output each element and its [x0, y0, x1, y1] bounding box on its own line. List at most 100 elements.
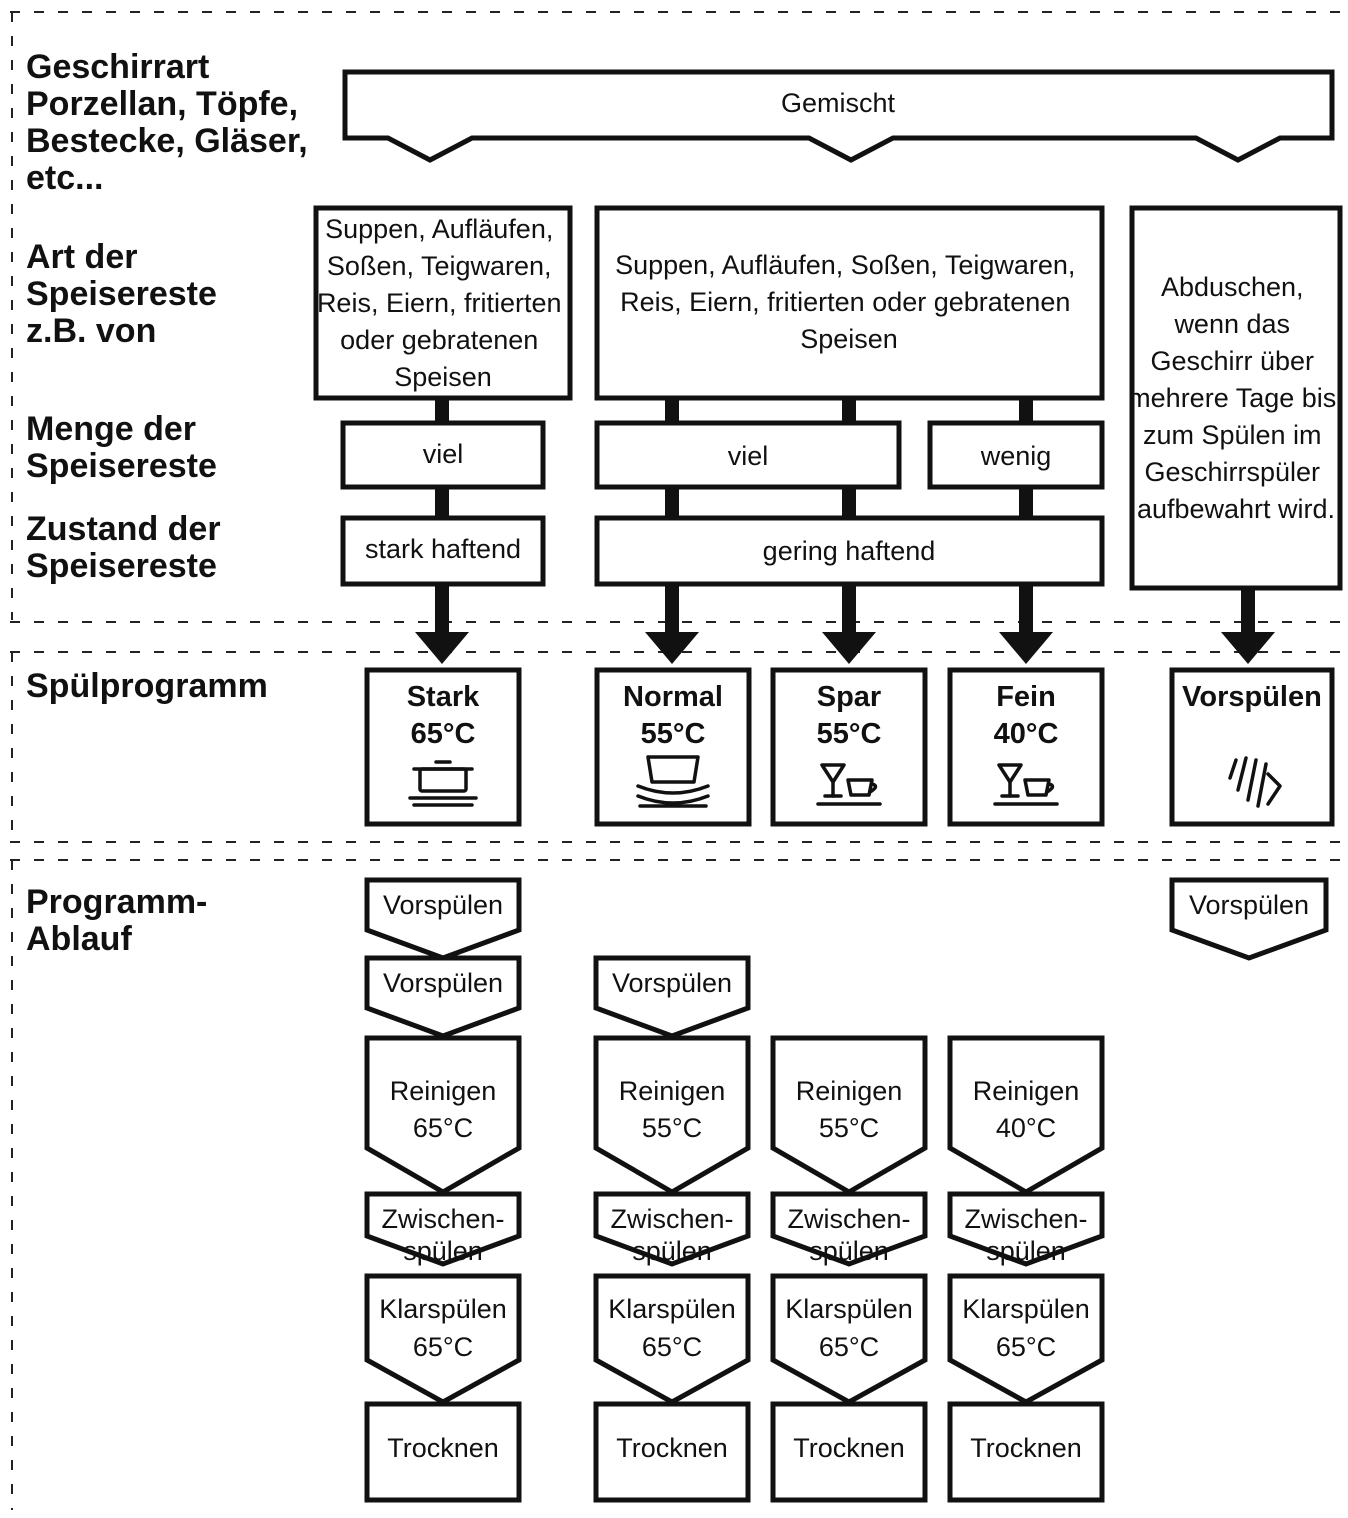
flow-step-fein-2: Zwischen-spülen [947, 1191, 1105, 1267]
flow-step-shape [364, 877, 522, 961]
flow-step-label: Zwischen- [787, 1204, 910, 1234]
flow-step-shape [947, 1273, 1105, 1405]
svg-text:Suppen, Aufläufen, Soßen: Suppen, Aufläufen, Soßen, Teigwaren, Rei… [317, 214, 569, 392]
geschirr-type-banner: Gemischt [342, 69, 1335, 163]
flow-step-fein-4: Trocknen [947, 1401, 1105, 1503]
flow-step-label: spülen [403, 1236, 483, 1266]
flow-step-label: Reinigen [973, 1076, 1080, 1106]
svg-text:viel: viel [423, 439, 464, 469]
flow-step-shape [770, 1191, 928, 1267]
svg-text:55°C: 55°C [817, 718, 882, 750]
flow-step-spar-2: Zwischen-spülen [770, 1191, 928, 1267]
svg-text:Fein: Fein [996, 681, 1056, 713]
svg-text:gering haftend: gering haftend [763, 536, 936, 566]
svg-text:viel: viel [728, 441, 769, 471]
flow-step-label: Reinigen [619, 1076, 726, 1106]
flow-step-label: 65°C [413, 1332, 473, 1362]
flow-step-normal-5: Trocknen [593, 1401, 751, 1503]
flow-step-shape [770, 1273, 928, 1405]
flow-step-vorspuelen-1: Vorspülen [1169, 877, 1329, 961]
flow-step-label: 65°C [996, 1332, 1056, 1362]
flow-step-label: Vorspülen [383, 890, 503, 920]
program-box-stark: Stark 65°C [364, 667, 522, 827]
label-speisereste-art: Art der Speisereste z.B. von [26, 238, 226, 350]
flow-step-shape [770, 1035, 928, 1195]
label-spuelprogramm: Spülprogramm [26, 667, 268, 705]
flow-step-shape [364, 955, 522, 1039]
flow-step-label: spülen [809, 1236, 889, 1266]
svg-text:55°C: 55°C [641, 718, 706, 750]
svg-text:65°C: 65°C [411, 718, 476, 750]
condition-box-gering-haftend: gering haftend [594, 515, 1105, 587]
amount-box-wenig: wenig [927, 420, 1105, 490]
flow-step-label: Klarspülen [608, 1294, 736, 1324]
label-geschirrart: Geschirrart Porzellan, Töpfe, Bestecke, … [26, 48, 317, 197]
flow-step-label: 65°C [642, 1332, 702, 1362]
flow-step-shape [593, 1035, 751, 1195]
flow-step-label: spülen [632, 1236, 712, 1266]
program-box-vorspuelen: Vorspülen [1169, 667, 1335, 827]
svg-text:Suppen, Aufläufen, Soßen, Teig: Suppen, Aufläufen, Soßen, Teigwaren, Rei… [615, 250, 1083, 354]
svg-text:stark haftend: stark haftend [365, 534, 521, 564]
flow-step-label: Klarspülen [785, 1294, 913, 1324]
amount-box-viel-a: viel [340, 420, 546, 490]
program-box-normal: Normal 55°C [594, 667, 752, 827]
label-zustand: Zustand der Speisereste [26, 510, 230, 585]
flow-step-label: Zwischen- [381, 1204, 504, 1234]
food-type-box-middle: Suppen, Aufläufen, Soßen, Teigwaren, Rei… [594, 205, 1105, 401]
glass-cup-icon [816, 763, 882, 806]
condition-box-stark-haftend: stark haftend [340, 515, 546, 587]
flow-step-fein-1: Reinigen 40°C [947, 1035, 1105, 1195]
arrowhead-normal [645, 632, 699, 664]
flow-step-label: 55°C [819, 1113, 879, 1143]
flow-step-shape [770, 1401, 928, 1503]
flow-step-normal-1: Vorspülen [593, 955, 751, 1039]
flow-step-label: Zwischen- [964, 1204, 1087, 1234]
glass-cup-icon [993, 763, 1059, 806]
svg-text:Normal: Normal [623, 681, 723, 713]
flow-step-label: Klarspülen [379, 1294, 507, 1324]
flow-step-stark-2: Vorspülen [364, 955, 522, 1039]
flow-step-label: Trocknen [387, 1433, 499, 1463]
flow-step-label: Reinigen [390, 1076, 497, 1106]
svg-text:wenig: wenig [980, 441, 1052, 471]
flow-step-spar-3: Klarspülen 65°C [770, 1273, 928, 1405]
plates-icon [636, 755, 710, 808]
pot-icon [408, 760, 478, 807]
food-type-box-left: Suppen, Aufläufen, Soßen, Teigwaren, Rei… [313, 205, 573, 401]
svg-text:Stark: Stark [407, 681, 480, 713]
flow-step-label: Reinigen [796, 1076, 903, 1106]
program-box-spar: Spar 55°C [770, 667, 928, 827]
shower-icon [1228, 756, 1282, 808]
flow-step-shape [593, 1191, 751, 1267]
flow-step-stark-6: Trocknen [364, 1401, 522, 1503]
flow-step-shape [364, 1191, 522, 1267]
flow-step-label: 40°C [996, 1113, 1056, 1143]
flow-step-label: 65°C [819, 1332, 879, 1362]
flow-step-shape [1169, 877, 1329, 961]
flow-step-shape [364, 1035, 522, 1195]
svg-text:40°C: 40°C [994, 718, 1059, 750]
flow-step-label: Klarspülen [962, 1294, 1090, 1324]
geschirr-type-label: Gemischt [781, 88, 896, 118]
flow-step-stark-5: Klarspülen 65°C [364, 1273, 522, 1405]
flow-step-shape [364, 1273, 522, 1405]
flow-step-normal-4: Klarspülen 65°C [593, 1273, 751, 1405]
flow-step-label: Zwischen- [610, 1204, 733, 1234]
section-dividers [10, 11, 1340, 1510]
label-menge: Menge der Speisereste [26, 410, 217, 485]
flow-step-shape [947, 1191, 1105, 1267]
svg-text:Abduschen, wenn das: Abduschen, wenn das Geschirr über mehrer… [1128, 272, 1344, 524]
flow-step-label: spülen [986, 1236, 1066, 1266]
flow-step-label: Vorspülen [383, 968, 503, 998]
arrowhead-vorspuelen [1221, 632, 1275, 664]
flow-step-shape [593, 955, 751, 1039]
label-ablauf: Programm- Ablauf [26, 883, 217, 958]
flow-step-normal-3: Zwischen-spülen [593, 1191, 751, 1267]
flow-step-label: Vorspülen [1189, 890, 1309, 920]
flow-step-label: Trocknen [970, 1433, 1082, 1463]
flow-step-shape [947, 1035, 1105, 1195]
